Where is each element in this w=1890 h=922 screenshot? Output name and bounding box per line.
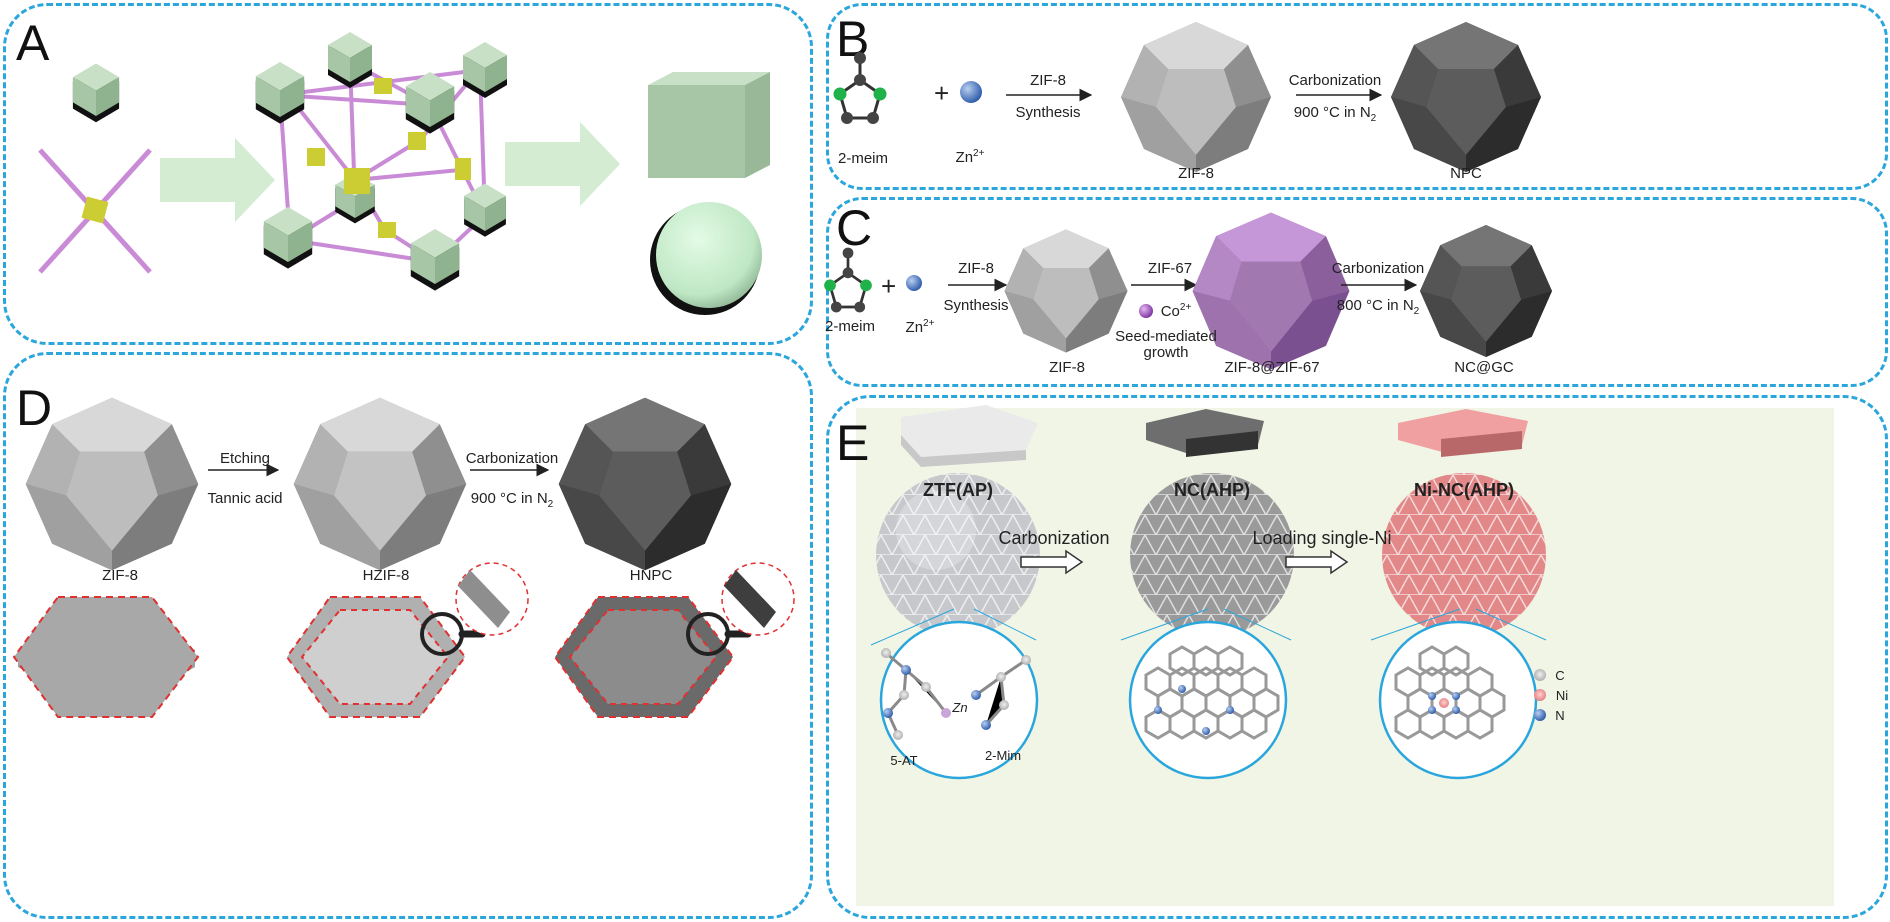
e-legend-c: C <box>1555 668 1565 683</box>
e-zoom1-zn: Zn <box>952 700 968 715</box>
zoom-circle-nc <box>1128 620 1288 780</box>
d-arrow1-top: Etching <box>219 450 271 467</box>
zoom-circle-ztf <box>879 620 1039 780</box>
d-item3: HNPC <box>629 567 673 584</box>
mof-framework <box>255 32 507 291</box>
d-arrow1-bottom: Tannic acid <box>207 490 283 507</box>
zif8-crystal <box>1121 22 1271 172</box>
arrow-a-2 <box>505 122 620 206</box>
zif8-section <box>12 596 200 718</box>
zif8-zif67-crystal <box>1192 212 1350 370</box>
panel-e-label: E <box>836 415 870 471</box>
panel-a-illustration <box>38 32 770 315</box>
ztf-sheet <box>901 405 1038 467</box>
meim-molecule-c <box>822 246 874 314</box>
panel-e <box>826 395 1888 919</box>
c-product1: ZIF-8 <box>1049 359 1085 376</box>
c-arrow3-top: Carbonization <box>1331 260 1425 277</box>
zn-ion-c <box>906 275 922 291</box>
c-product2: ZIF-8@ZIF-67 <box>1224 359 1320 376</box>
e-zoom1-2mim: 2-Mim <box>984 748 1022 763</box>
b-product1: ZIF-8 <box>1178 165 1214 182</box>
panel-d-illustration <box>12 397 795 718</box>
magnifier-icon <box>686 562 795 656</box>
single-cluster-node <box>72 63 120 123</box>
cube-product <box>648 72 770 178</box>
e-arrow2: Loading single-Ni <box>1252 528 1392 548</box>
c-reactant2: Zn2+ <box>905 318 935 336</box>
d-item2: HZIF-8 <box>362 567 410 584</box>
zoom-lines <box>870 608 1547 646</box>
nc-sheet <box>1146 409 1264 457</box>
panel-c-label: C <box>836 200 873 256</box>
ni-nc-sphere <box>1382 473 1546 637</box>
sphere-product <box>650 202 762 315</box>
panel-a <box>3 3 813 345</box>
ncgc-crystal <box>1420 225 1552 357</box>
b-arrow1-bottom: Synthesis <box>1015 104 1081 121</box>
panel-d <box>3 352 813 919</box>
panel-b-illustration: + <box>832 22 1541 172</box>
panel-a-label: A <box>16 15 50 71</box>
panel-b <box>826 3 1888 190</box>
npc-crystal <box>1391 22 1541 172</box>
b-arrow1-top: ZIF-8 <box>1030 72 1066 89</box>
linker-cross <box>38 148 152 274</box>
c-arrow1-top: ZIF-8 <box>958 260 994 277</box>
arrow-e-1 <box>1020 549 1084 575</box>
nc-sphere <box>1130 473 1294 637</box>
magnifier-icon <box>420 562 529 656</box>
e-item1: ZTF(AP) <box>923 480 993 500</box>
arrow-e-2 <box>1285 549 1349 575</box>
legend-c-icon <box>1534 669 1546 681</box>
e-legend-n: N <box>1555 708 1565 723</box>
b-arrow2-bottom: 900 °C in N2 <box>1293 104 1377 124</box>
zn-ion <box>960 81 982 103</box>
panel-c <box>826 197 1888 387</box>
c-arrow2-bottom-1: Seed-mediated <box>1115 328 1217 345</box>
c-arrow3-bottom: 800 °C in N2 <box>1336 297 1420 317</box>
b-reactant1: 2-meim <box>837 150 889 167</box>
e-item2: NC(AHP) <box>1174 480 1250 500</box>
e-zoom1-5at: 5-AT <box>890 753 918 768</box>
zif8-crystal-d <box>25 397 199 571</box>
c-co-label: Co2+ <box>1160 302 1192 320</box>
ztf-sphere <box>876 473 1040 637</box>
d-arrow2-bottom: 900 °C in N2 <box>470 490 554 510</box>
svg-text:+: + <box>934 78 949 108</box>
e-legend-ni: Ni <box>1555 688 1569 703</box>
zoom-circle-ni-nc <box>1378 620 1538 780</box>
b-product2: NPC <box>1450 165 1482 182</box>
d-arrow2-top: Carbonization <box>465 450 559 467</box>
arrow-a-1 <box>160 138 275 222</box>
co-ion <box>1139 304 1153 318</box>
meim-molecule <box>832 50 888 126</box>
e-item3: Ni-NC(AHP) <box>1414 480 1514 500</box>
hzif8-crystal <box>293 397 467 571</box>
hzif8-section <box>285 596 467 718</box>
c-arrow1-bottom: Synthesis <box>943 297 1009 314</box>
b-reactant2: Zn2+ <box>955 148 985 166</box>
c-product3: NC@GC <box>1454 359 1514 376</box>
panel-c-illustration: + <box>822 212 1552 370</box>
panel-e-illustration <box>870 405 1547 780</box>
svg-text:+: + <box>881 271 896 301</box>
hnpc-crystal <box>558 397 732 571</box>
d-item1: ZIF-8 <box>102 567 138 584</box>
legend-ni-icon <box>1534 689 1546 701</box>
b-arrow2-top: Carbonization <box>1288 72 1382 89</box>
legend-n-icon <box>1534 709 1546 721</box>
c-arrow2-bottom-2: growth <box>1143 344 1189 361</box>
e-arrow1: Carbonization <box>998 528 1110 548</box>
ni-nc-sheet <box>1398 409 1528 457</box>
c-reactant1: 2-meim <box>824 318 876 335</box>
c-arrow2-top: ZIF-67 <box>1147 260 1193 277</box>
panel-d-label: D <box>16 380 53 436</box>
zif8-crystal-c <box>1004 229 1128 353</box>
